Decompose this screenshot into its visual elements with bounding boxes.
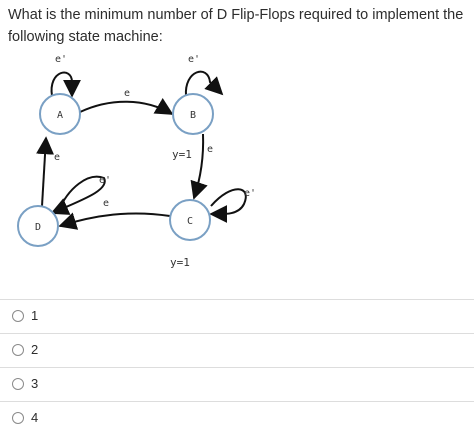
label-c-to-d: e xyxy=(103,198,109,209)
option-label: 4 xyxy=(31,410,39,425)
option-1[interactable]: 1 xyxy=(0,299,474,333)
option-label: 3 xyxy=(31,376,39,391)
state-d: D xyxy=(17,205,59,247)
label-d-to-a: e xyxy=(54,152,60,163)
label-b-output: y=1 xyxy=(172,148,192,161)
option-4[interactable]: 4 xyxy=(0,401,474,435)
transition-c-self xyxy=(209,188,247,224)
option-2[interactable]: 2 xyxy=(0,333,474,367)
svg-text:C: C xyxy=(187,216,193,227)
transition-b-self xyxy=(184,70,224,97)
radio-button[interactable] xyxy=(12,412,24,424)
transition-a-to-b xyxy=(79,98,174,115)
transition-c-to-d xyxy=(58,212,171,230)
radio-button[interactable] xyxy=(12,344,24,356)
radio-button[interactable] xyxy=(12,378,24,390)
question-text: What is the minimum number of D Flip-Flo… xyxy=(8,7,464,45)
answer-options: 1 2 3 4 xyxy=(0,299,474,435)
label-b-self: e' xyxy=(188,54,200,65)
svg-text:A: A xyxy=(57,110,63,121)
label-a-to-b: e xyxy=(124,88,130,99)
state-c: C xyxy=(169,199,211,241)
option-label: 2 xyxy=(31,342,39,357)
label-c-self: e' xyxy=(244,188,256,199)
label-d-self: e' xyxy=(99,175,111,186)
svg-text:D: D xyxy=(35,222,41,233)
label-b-to-c: e xyxy=(207,144,213,155)
state-b: B xyxy=(172,93,214,135)
state-a: A xyxy=(39,93,81,135)
radio-button[interactable] xyxy=(12,310,24,322)
option-3[interactable]: 3 xyxy=(0,367,474,401)
transition-a-self xyxy=(50,71,81,98)
state-diagram: A B C D e' e' e e y=1 e' y=1 e e' e xyxy=(17,54,256,269)
transition-d-self xyxy=(50,175,106,215)
label-c-output: y=1 xyxy=(170,256,190,269)
transition-d-to-a xyxy=(36,136,55,207)
label-a-self: e' xyxy=(55,54,67,65)
transition-b-to-c xyxy=(190,133,208,200)
svg-text:B: B xyxy=(190,110,196,121)
option-label: 1 xyxy=(31,308,39,323)
